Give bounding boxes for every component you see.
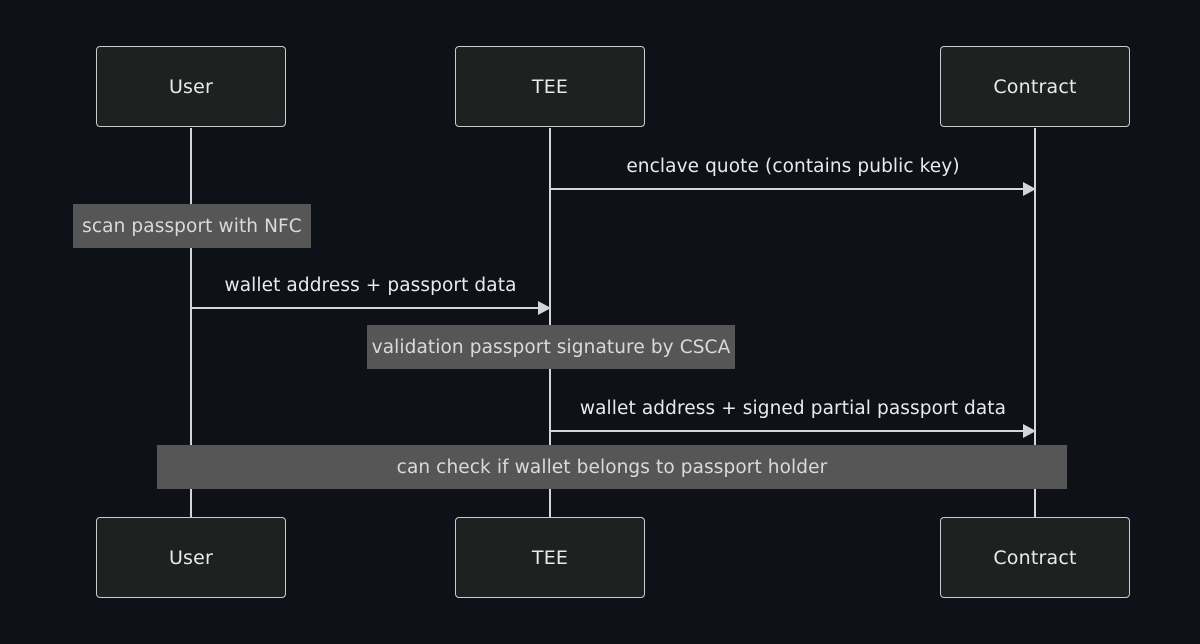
message-label-wallet-address-signed-partial-passport-data: wallet address + signed partial passport… — [579, 398, 1007, 419]
message-line — [191, 307, 550, 309]
arrowhead-right-icon — [1023, 424, 1036, 438]
lifeline-user — [190, 128, 192, 517]
note-scan-passport-with-nfc[interactable]: scan passport with NFC — [73, 204, 311, 248]
note-can-check-if-wallet-belongs-to-passport-holder[interactable]: can check if wallet belongs to passport … — [157, 445, 1067, 489]
arrowhead-right-icon — [1023, 182, 1036, 196]
note-label: validation passport signature by CSCA — [371, 336, 731, 358]
participant-label-user-top: User — [168, 75, 214, 98]
participant-box-user-top[interactable]: User — [96, 46, 286, 127]
participant-label-contract-top: Contract — [993, 75, 1077, 98]
message-line — [551, 430, 1035, 432]
participant-label-user-bottom: User — [168, 546, 214, 569]
participant-label-contract-bottom: Contract — [993, 546, 1077, 569]
lifeline-contract — [1034, 128, 1036, 517]
participant-label-tee-top: TEE — [531, 75, 569, 98]
participant-box-tee-bottom[interactable]: TEE — [455, 517, 645, 598]
note-label: can check if wallet belongs to passport … — [396, 456, 828, 478]
message-label-wallet-address-passport-data: wallet address + passport data — [224, 275, 517, 296]
note-label: scan passport with NFC — [82, 215, 302, 237]
lifeline-tee — [549, 128, 551, 517]
participant-box-contract-top[interactable]: Contract — [940, 46, 1130, 127]
note-validation-passport-signature-by-csca[interactable]: validation passport signature by CSCA — [367, 325, 735, 369]
participant-box-user-bottom[interactable]: User — [96, 517, 286, 598]
participant-box-contract-bottom[interactable]: Contract — [940, 517, 1130, 598]
participant-box-tee-top[interactable]: TEE — [455, 46, 645, 127]
arrowhead-right-icon — [538, 301, 551, 315]
participant-label-tee-bottom: TEE — [531, 546, 569, 569]
message-label-enclave-quote: enclave quote (contains public key) — [626, 156, 960, 177]
message-line — [551, 188, 1035, 190]
